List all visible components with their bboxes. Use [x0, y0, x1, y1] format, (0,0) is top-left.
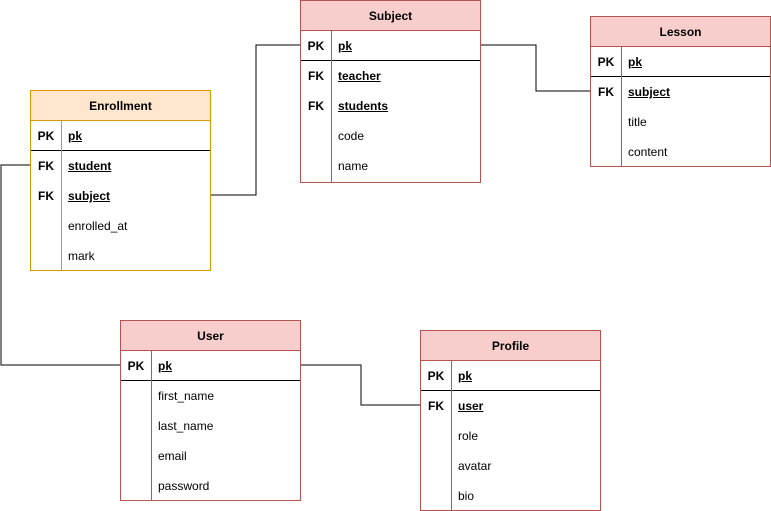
field-name: pk: [628, 55, 643, 69]
key-label: FK: [308, 99, 324, 113]
field-name: pk: [68, 129, 83, 143]
key-label: [591, 107, 621, 137]
entity-row: email: [121, 441, 300, 471]
field-name: bio: [458, 489, 475, 503]
entity-user[interactable]: User PK pk first_name last_name email pa…: [120, 320, 301, 501]
field-name: code: [338, 129, 365, 143]
entity-profile-title: Profile: [421, 331, 600, 361]
field-name: email: [158, 449, 187, 463]
entity-row: content: [591, 137, 770, 167]
entity-row: enrolled_at: [31, 211, 210, 241]
key-label: [31, 211, 61, 241]
key-label: PK: [127, 359, 145, 373]
key-label: [301, 121, 331, 151]
entity-row: role: [421, 421, 600, 451]
key-label: [121, 441, 151, 471]
connector-subject-lesson[interactable]: [481, 44, 591, 92]
key-label: [421, 451, 451, 481]
entity-row: PK pk: [301, 31, 480, 61]
entity-enrollment[interactable]: Enrollment PK pk FK student FK subject e…: [30, 90, 211, 271]
key-label: [421, 421, 451, 451]
entity-user-title: User: [121, 321, 300, 351]
field-name: name: [338, 159, 369, 173]
entity-row: avatar: [421, 451, 600, 481]
column-divider: [151, 351, 152, 500]
field-name: pk: [338, 39, 353, 53]
entity-lesson-title: Lesson: [591, 17, 770, 47]
key-label: [591, 137, 621, 167]
connector-user-profile[interactable]: [301, 364, 421, 406]
field-name: last_name: [158, 419, 214, 433]
key-label: [121, 411, 151, 441]
entity-row: FK subject: [31, 181, 210, 211]
field-name: pk: [458, 369, 473, 383]
entity-lesson[interactable]: Lesson PK pk FK subject title content: [590, 16, 771, 167]
key-label: [121, 471, 151, 501]
key-label: FK: [38, 159, 54, 173]
key-label: FK: [598, 85, 614, 99]
key-label: PK: [597, 55, 615, 69]
column-divider: [331, 31, 332, 182]
entity-row: FK subject: [591, 77, 770, 107]
entity-row: name: [301, 151, 480, 181]
field-name: password: [158, 479, 210, 493]
field-name: subject: [628, 85, 671, 99]
field-name: user: [458, 399, 484, 413]
connector-enrollment-subject[interactable]: [211, 44, 301, 196]
key-label: [421, 481, 451, 511]
field-name: content: [628, 145, 668, 159]
connector-enrollment-user[interactable]: [0, 164, 121, 366]
entity-row: PK pk: [31, 121, 210, 151]
key-label: PK: [427, 369, 445, 383]
entity-row: PK pk: [591, 47, 770, 77]
entity-row: mark: [31, 241, 210, 271]
key-label: [31, 241, 61, 271]
field-name: mark: [68, 249, 95, 263]
entity-row: PK pk: [421, 361, 600, 391]
field-name: subject: [68, 189, 111, 203]
entity-row: first_name: [121, 381, 300, 411]
key-label: [121, 381, 151, 411]
column-divider: [451, 361, 452, 510]
entity-row: code: [301, 121, 480, 151]
entity-row: title: [591, 107, 770, 137]
key-label: [301, 151, 331, 181]
field-name: students: [338, 99, 389, 113]
key-label: PK: [37, 129, 55, 143]
entity-row: PK pk: [121, 351, 300, 381]
entity-profile[interactable]: Profile PK pk FK user role avatar bio: [420, 330, 601, 511]
field-name: student: [68, 159, 112, 173]
field-name: title: [628, 115, 647, 129]
field-name: avatar: [458, 459, 492, 473]
field-name: teacher: [338, 69, 381, 83]
entity-enrollment-title: Enrollment: [31, 91, 210, 121]
entity-subject[interactable]: Subject PK pk FK teacher FK students cod…: [300, 0, 481, 183]
column-divider: [621, 47, 622, 166]
field-name: enrolled_at: [68, 219, 128, 233]
entity-row: FK student: [31, 151, 210, 181]
entity-row: bio: [421, 481, 600, 511]
entity-row: FK teacher: [301, 61, 480, 91]
field-name: pk: [158, 359, 173, 373]
entity-row: FK students: [301, 91, 480, 121]
field-name: first_name: [158, 389, 215, 403]
key-label: FK: [38, 189, 54, 203]
key-label: PK: [307, 39, 325, 53]
entity-row: password: [121, 471, 300, 501]
entity-row: FK user: [421, 391, 600, 421]
entity-subject-title: Subject: [301, 1, 480, 31]
key-label: FK: [428, 399, 444, 413]
field-name: role: [458, 429, 479, 443]
entity-row: last_name: [121, 411, 300, 441]
column-divider: [61, 121, 62, 270]
key-label: FK: [308, 69, 324, 83]
